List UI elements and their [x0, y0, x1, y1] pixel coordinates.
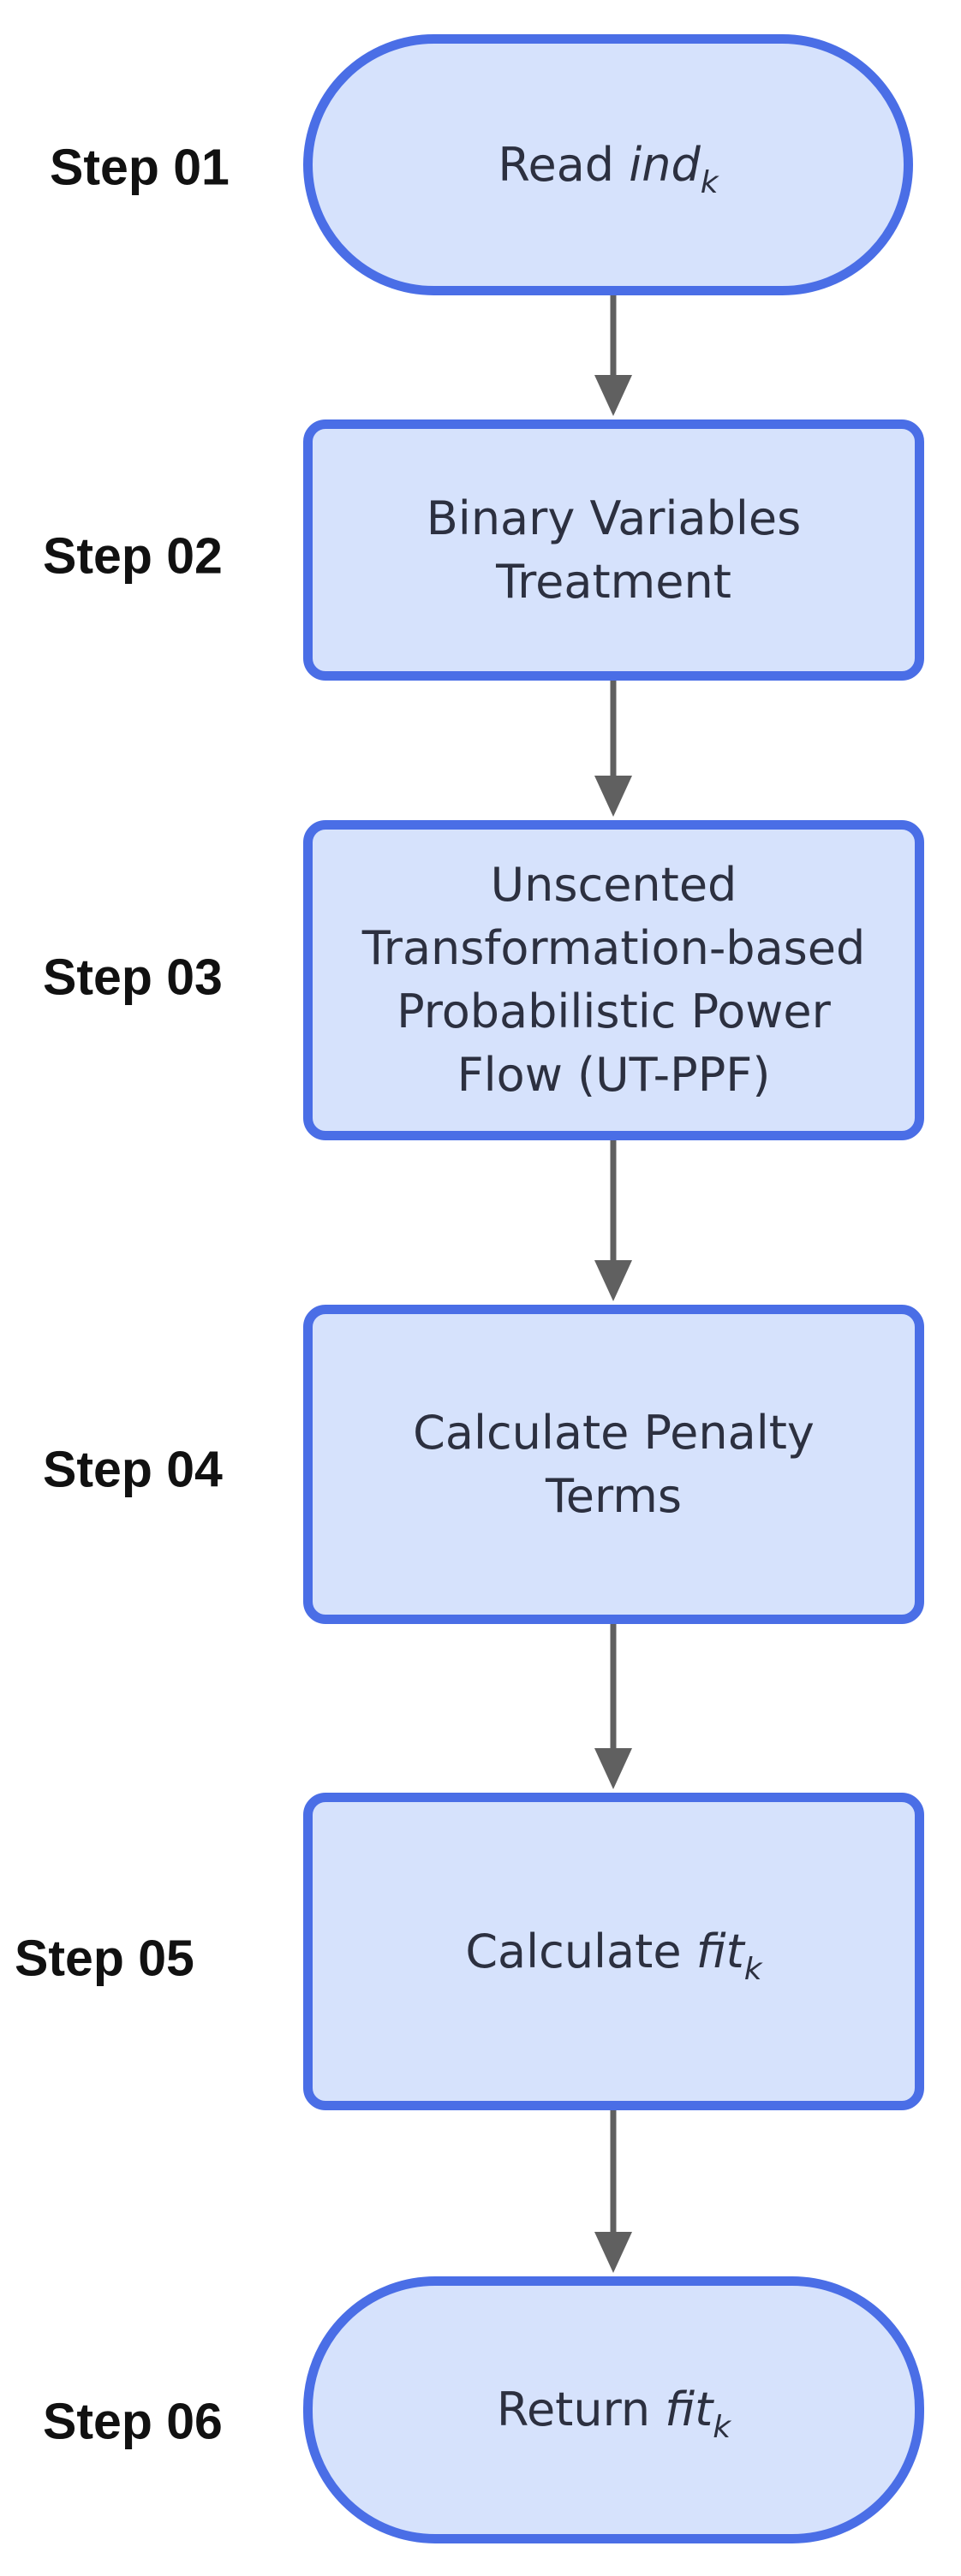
step-03-line-1: Unscented: [490, 858, 737, 912]
step-label-05: Step 05: [15, 1930, 194, 1987]
step-label-02: Step 02: [43, 527, 223, 585]
step-01-terminal-node: Read indk: [303, 34, 913, 295]
arrow-step04-to-step05: [594, 1621, 632, 1789]
step-02-line-2: Treatment: [496, 554, 731, 609]
step-06-text: Return fitk: [496, 2383, 731, 2445]
step-04-line-1: Calculate Penalty: [413, 1405, 815, 1460]
step-03-process-node: Unscented Transformation-based Probabili…: [303, 820, 924, 1140]
step-03-line-4: Flow (UT-PPF): [457, 1048, 771, 1102]
step-label-04: Step 04: [43, 1441, 223, 1498]
step-05-process-node: Calculate fitk: [303, 1793, 924, 2110]
arrow-step01-to-step02: [594, 291, 632, 416]
arrow-step03-to-step04: [594, 1137, 632, 1301]
arrow-step05-to-step06: [594, 2107, 632, 2273]
step-04-process-node: Calculate Penalty Terms: [303, 1305, 924, 1624]
step-02-line-1: Binary Variables: [426, 491, 802, 545]
step-label-03: Step 03: [43, 949, 223, 1006]
step-label-06: Step 06: [43, 2393, 223, 2450]
step-02-process-node: Binary Variables Treatment: [303, 419, 924, 681]
step-04-line-2: Terms: [545, 1468, 683, 1523]
step-03-line-2: Transformation-based: [361, 921, 866, 975]
step-01-text: Read indk: [498, 137, 719, 200]
step-06-terminal-node: Return fitk: [303, 2276, 924, 2543]
step-label-01: Step 01: [50, 139, 230, 196]
arrow-step02-to-step03: [594, 677, 632, 817]
step-05-text: Calculate fitk: [465, 1924, 762, 1987]
step-03-line-3: Probabilistic Power: [397, 985, 831, 1038]
